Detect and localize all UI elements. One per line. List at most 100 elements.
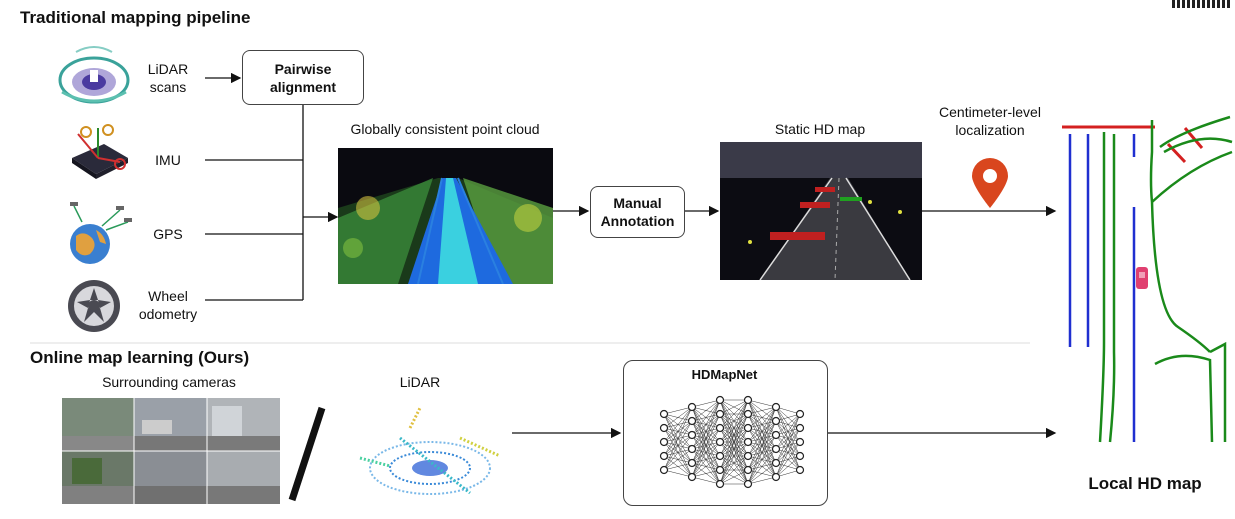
nn-edge [747, 406, 777, 415]
nn-edge [775, 427, 801, 478]
nn-edge [691, 399, 721, 422]
nn-edge [691, 413, 721, 478]
nn-edge [691, 399, 721, 450]
lidar-label: LiDAR [399, 374, 441, 390]
gps-globe-icon [70, 202, 132, 264]
nn-node [795, 451, 805, 461]
nn-edge [719, 427, 749, 485]
qr-code-icon [1172, 0, 1232, 8]
hdmapnet-box [623, 360, 828, 506]
nn-edge [747, 434, 777, 485]
point-cloud-image [338, 148, 553, 284]
nn-edge [663, 406, 693, 443]
nn-node [771, 416, 781, 426]
nn-node [771, 430, 781, 440]
nn-node [715, 423, 725, 433]
surrounding-cameras-image [62, 398, 280, 504]
neural-network-diagram [659, 395, 805, 489]
nn-node [715, 409, 725, 419]
nn-edge [663, 434, 693, 471]
nn-edge [663, 406, 693, 415]
nn-node [771, 472, 781, 482]
nn-node [795, 409, 805, 419]
input-label-wheel-odometry: Wheel odometry [138, 288, 198, 322]
nn-edge [663, 406, 693, 471]
nn-node [687, 430, 697, 440]
point-cloud-label: Globally consistent point cloud [350, 121, 540, 137]
nn-edge [747, 420, 777, 485]
nn-edge [775, 469, 801, 478]
nn-edge [691, 399, 721, 464]
nn-edge [719, 441, 749, 485]
input-label-imu: IMU [155, 152, 181, 168]
nn-edge [719, 399, 749, 429]
nn-node [687, 444, 697, 454]
nn-edge [691, 427, 721, 478]
nn-node [743, 479, 753, 489]
static-hd-map-image [720, 142, 922, 280]
nn-node [715, 479, 725, 489]
wheel-icon [68, 280, 120, 332]
nn-edge [775, 406, 801, 415]
nn-edge [775, 441, 801, 478]
nn-edge [747, 406, 777, 429]
nn-edge [663, 469, 693, 478]
nn-edge [747, 462, 777, 485]
nn-edge [747, 476, 777, 485]
manual-annotation-box: Manual Annotation [590, 186, 685, 238]
nn-edge [747, 406, 777, 457]
traditional-title: Traditional mapping pipeline [20, 8, 251, 27]
nn-node [743, 437, 753, 447]
nn-node [771, 444, 781, 454]
nn-edge [775, 413, 801, 422]
nn-edge [719, 469, 749, 485]
local-hd-map-image [1062, 115, 1233, 443]
nn-edge [747, 399, 777, 408]
local-hd-map-label: Local HD map [1088, 474, 1202, 493]
nn-edge [691, 469, 721, 478]
nn-edge [691, 476, 721, 485]
nn-node [659, 437, 669, 447]
nn-node [687, 416, 697, 426]
nn-node [743, 409, 753, 419]
nn-edge [691, 399, 721, 436]
nn-edge [691, 441, 721, 478]
lidar-scan-icon [58, 46, 130, 104]
nn-node [659, 465, 669, 475]
nn-edge [775, 413, 801, 436]
location-pin-icon [972, 158, 1008, 208]
lidar-point-cloud-image [359, 407, 501, 495]
nn-node [687, 402, 697, 412]
nn-edge [719, 399, 749, 471]
imu-chip-icon [72, 124, 128, 179]
nn-node [715, 465, 725, 475]
pairwise-alignment-box: Pairwise alignment [242, 50, 364, 105]
static-hd-map-label: Static HD map [774, 121, 866, 137]
nn-node [743, 395, 753, 405]
nn-node [743, 451, 753, 461]
nn-node [715, 437, 725, 447]
nn-node [687, 458, 697, 468]
nn-node [659, 423, 669, 433]
nn-edge [691, 399, 721, 408]
nn-edge [719, 399, 749, 443]
nn-edge [747, 448, 777, 485]
nn-node [771, 458, 781, 468]
hdmapnet-title: HDMapNet [691, 367, 758, 382]
nn-node [715, 451, 725, 461]
nn-edge [691, 399, 721, 478]
nn-edge [663, 406, 693, 457]
nn-edge [775, 413, 801, 450]
nn-edge [747, 406, 777, 485]
nn-node [687, 472, 697, 482]
nn-edge [747, 406, 777, 443]
nn-node [795, 465, 805, 475]
nn-edge [691, 455, 721, 478]
nn-edge [719, 455, 749, 485]
localization-label: Centimeter-level localization [939, 104, 1041, 138]
nn-edge [775, 413, 801, 478]
nn-edge [775, 413, 801, 464]
nn-edge [719, 399, 749, 485]
nn-node [659, 409, 669, 419]
